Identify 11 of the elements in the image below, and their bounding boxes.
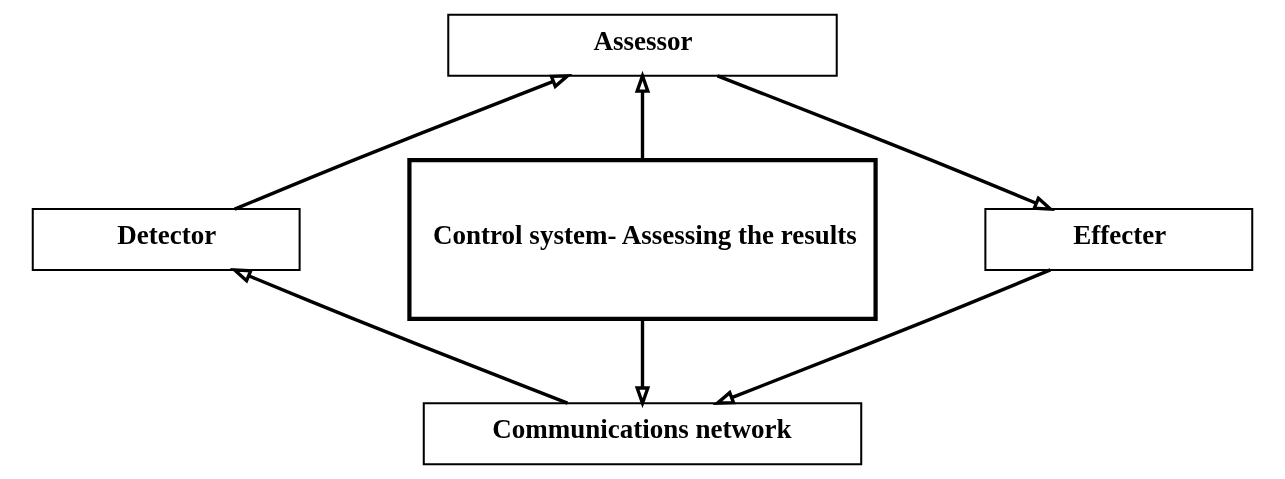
node-box: Control system- Assessing the results [407,158,878,321]
arrow [634,319,651,409]
node-box: Assessor [447,13,838,77]
arrow [634,70,651,160]
arrow [233,74,573,211]
arrow [712,268,1052,405]
node-box: Communications network [422,402,863,466]
arrow [229,267,569,405]
arrow [716,74,1056,212]
node-box: Detector [31,208,301,271]
node-box: Effecter [984,208,1254,271]
